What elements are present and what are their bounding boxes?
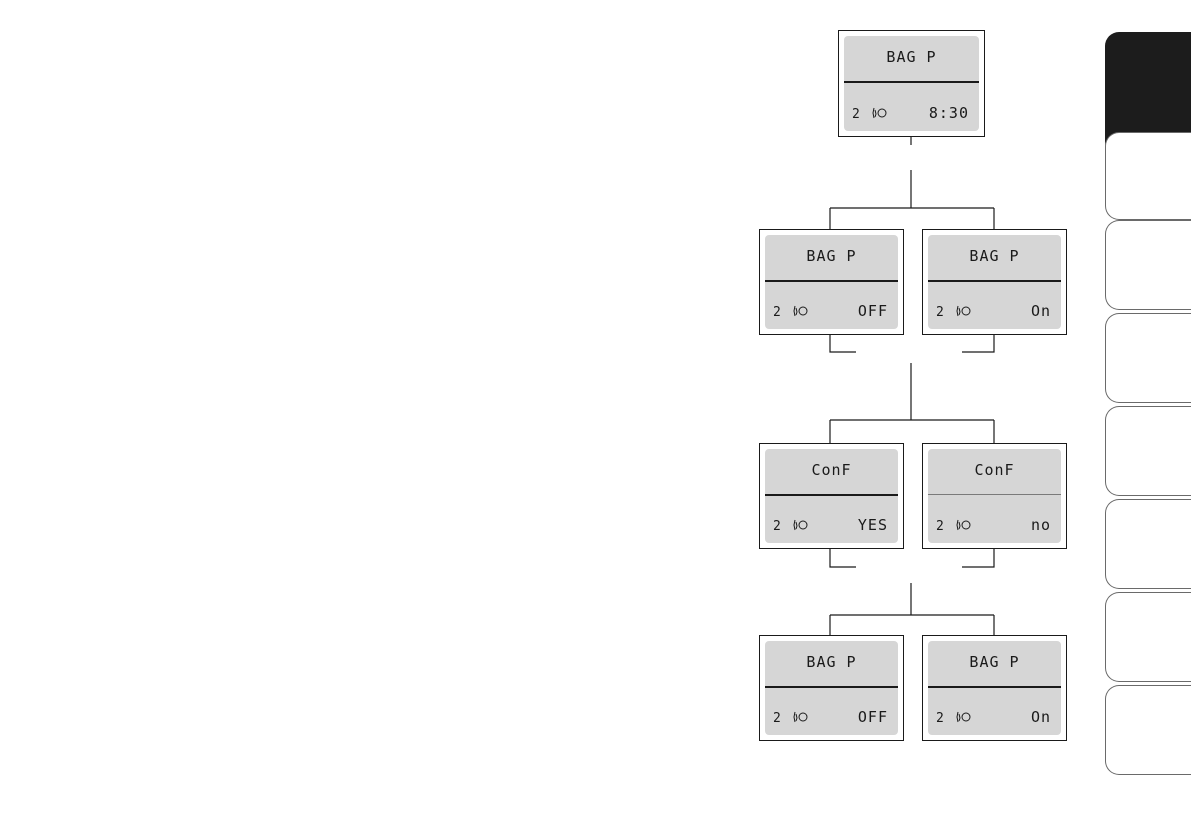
display-value: OFF (857, 708, 888, 726)
display-divider (844, 81, 979, 83)
display-screen: ConF 2 no (928, 449, 1061, 543)
display-screen: BAG P 2 OFF (765, 235, 898, 329)
seat-number: 2 (773, 305, 782, 320)
display-divider (765, 686, 898, 688)
display-divider (765, 280, 898, 282)
display-screen: ConF 2 YES (765, 449, 898, 543)
seat-number: 2 (936, 305, 945, 320)
display-title: BAG P (886, 48, 937, 66)
passenger-seat-icon (956, 305, 971, 317)
display-title: BAG P (969, 247, 1020, 265)
passenger-seat-icon (956, 519, 971, 531)
seat-indicator: 2 (773, 710, 809, 726)
display-screen: BAG P 2 On (928, 641, 1061, 735)
seat-number: 2 (936, 711, 945, 726)
display-root: BAG P 2 8:30 (838, 30, 985, 137)
passenger-seat-icon (793, 305, 808, 317)
seat-indicator: 2 (852, 106, 888, 122)
seat-number: 2 (773, 519, 782, 534)
chapter-tab-7[interactable] (1105, 592, 1191, 682)
display-title: BAG P (969, 653, 1020, 671)
display-level1-right: BAG P 2 On (922, 229, 1067, 335)
seat-indicator: 2 (936, 304, 972, 320)
display-level1-left: BAG P 2 OFF (759, 229, 904, 335)
seat-indicator: 2 (773, 518, 809, 534)
passenger-seat-icon (793, 519, 808, 531)
seat-indicator: 2 (936, 518, 972, 534)
display-title: BAG P (806, 247, 857, 265)
display-screen: BAG P 2 On (928, 235, 1061, 329)
seat-indicator: 2 (773, 304, 809, 320)
display-title: BAG P (806, 653, 857, 671)
display-divider (928, 686, 1061, 688)
seat-number: 2 (852, 107, 861, 122)
display-screen: BAG P 2 OFF (765, 641, 898, 735)
display-value: YES (857, 516, 888, 534)
display-screen: BAG P 2 8:30 (844, 36, 979, 131)
chapter-tab-5[interactable] (1105, 406, 1191, 496)
display-value: no (1030, 516, 1051, 534)
seat-indicator: 2 (936, 710, 972, 726)
chapter-tab-8[interactable] (1105, 685, 1191, 775)
display-title: ConF (974, 461, 1015, 479)
chapter-tab-4[interactable] (1105, 313, 1191, 403)
chapter-tab-6[interactable] (1105, 499, 1191, 589)
chapter-tab-2[interactable] (1105, 132, 1191, 220)
display-level2-left: ConF 2 YES (759, 443, 904, 549)
display-value: On (1030, 708, 1051, 726)
display-divider (928, 494, 1061, 495)
seat-number: 2 (936, 519, 945, 534)
display-value: On (1030, 302, 1051, 320)
display-level2-right: ConF 2 no (922, 443, 1067, 549)
chapter-tab-3[interactable] (1105, 220, 1191, 310)
display-divider (765, 494, 898, 496)
passenger-seat-icon (956, 711, 971, 723)
display-divider (928, 280, 1061, 282)
display-level3-right: BAG P 2 On (922, 635, 1067, 741)
seat-number: 2 (773, 711, 782, 726)
passenger-seat-icon (793, 711, 808, 723)
display-value: OFF (857, 302, 888, 320)
passenger-seat-icon (872, 107, 887, 119)
display-value: 8:30 (928, 104, 969, 122)
display-level3-left: BAG P 2 OFF (759, 635, 904, 741)
display-title: ConF (811, 461, 852, 479)
